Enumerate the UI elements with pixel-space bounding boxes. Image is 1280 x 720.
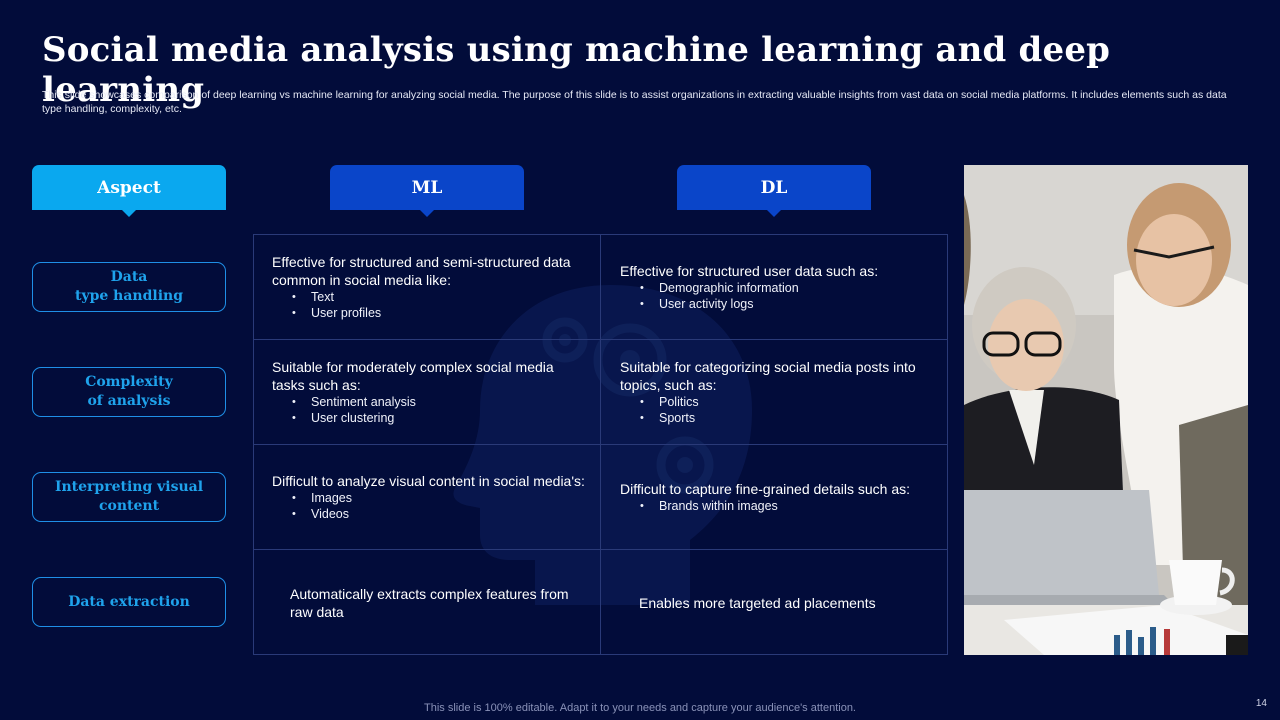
cell-bullets: Text User profiles xyxy=(272,289,590,321)
aspect-data-type-handling: Data type handling xyxy=(32,262,226,312)
bullet-item: Images xyxy=(292,490,590,506)
bullet-item: User activity logs xyxy=(640,296,938,312)
bullet-item: Demographic information xyxy=(640,280,938,296)
dl-cell-extraction: Enables more targeted ad placements xyxy=(639,550,929,655)
cell-text: Suitable for categorizing social media p… xyxy=(620,359,916,393)
bullet-item: Sports xyxy=(640,410,938,426)
cell-bullets: Demographic information User activity lo… xyxy=(620,280,938,312)
cell-text: Automatically extracts complex features … xyxy=(290,585,569,620)
dl-cell-complexity: Suitable for categorizing social media p… xyxy=(620,340,938,444)
row-divider xyxy=(253,444,948,445)
ml-cell-complexity: Suitable for moderately complex social m… xyxy=(272,340,590,444)
footer-note: This slide is 100% editable. Adapt it to… xyxy=(424,702,856,714)
page-number: 14 xyxy=(1255,698,1267,709)
cell-bullets: Sentiment analysis User clustering xyxy=(272,394,590,426)
aspect-data-extraction: Data extraction xyxy=(32,577,226,627)
ml-header: ML xyxy=(330,165,524,217)
cell-bullets: Politics Sports xyxy=(620,394,938,426)
bullet-item: User clustering xyxy=(292,410,590,426)
aspect-visual-content: Interpreting visual content xyxy=(32,472,226,522)
cell-text: Enables more targeted ad placements xyxy=(639,594,876,611)
head-gears-icon xyxy=(453,285,752,605)
aspect-header: Aspect xyxy=(32,165,226,217)
cell-text: Difficult to capture fine-grained detail… xyxy=(620,481,911,497)
ml-cell-visual: Difficult to analyze visual content in s… xyxy=(272,445,590,549)
dl-cell-data-type: Effective for structured user data such … xyxy=(620,235,938,339)
bullet-item: Videos xyxy=(292,506,590,522)
slide-title: Social media analysis using machine lear… xyxy=(42,30,1111,110)
cell-bullets: Images Videos xyxy=(272,490,590,522)
cell-text: Effective for structured user data such … xyxy=(620,263,879,279)
bullet-item: User profiles xyxy=(292,305,590,321)
ml-cell-data-type: Effective for structured and semi-struct… xyxy=(272,235,590,339)
row-divider xyxy=(253,549,948,550)
bullet-item: Politics xyxy=(640,394,938,410)
aspect-complexity: Complexity of analysis xyxy=(32,367,226,417)
row-divider xyxy=(253,339,948,340)
dl-header: DL xyxy=(677,165,871,217)
business-women-laptop-photo xyxy=(964,165,1248,655)
cell-bullets: Brands within images xyxy=(620,498,938,514)
ml-cell-extraction: Automatically extracts complex features … xyxy=(290,550,580,655)
cell-text: Effective for structured and semi-struct… xyxy=(272,254,571,288)
cell-text: Difficult to analyze visual content in s… xyxy=(272,473,585,489)
bullet-item: Brands within images xyxy=(640,498,938,514)
slide-subtitle: This slide showcases comparison of deep … xyxy=(42,89,1227,115)
dl-cell-visual: Difficult to capture fine-grained detail… xyxy=(620,445,938,549)
cell-text: Suitable for moderately complex social m… xyxy=(272,359,554,393)
bullet-item: Sentiment analysis xyxy=(292,394,590,410)
bullet-item: Text xyxy=(292,289,590,305)
